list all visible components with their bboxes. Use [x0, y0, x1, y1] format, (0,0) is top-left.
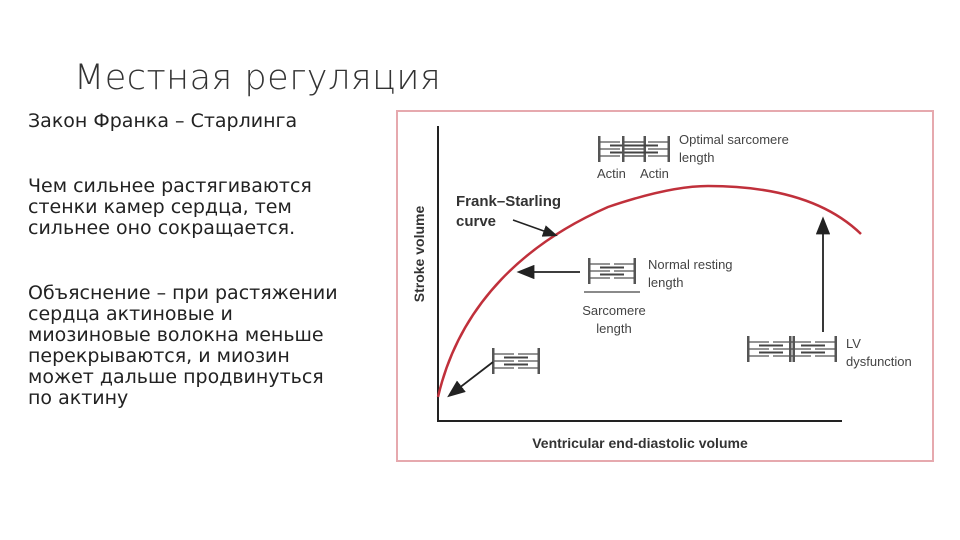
normal-label-line2: length	[648, 275, 683, 290]
actin-label-right: Actin	[640, 166, 669, 181]
lv-label-line2: dysfunction	[846, 354, 912, 369]
law-subtitle: Закон Франка – Старлинга	[28, 111, 388, 132]
sarcomere-label-line2: length	[596, 321, 631, 336]
actin-label-left: Actin	[597, 166, 626, 181]
frank-starling-figure: Stroke volume Ventricular end-diastolic …	[396, 110, 934, 462]
optimal-label-line1: Optimal sarcomere	[679, 132, 789, 147]
slide-title: Местная регуляция	[74, 58, 441, 98]
curve-label-pointer	[513, 220, 555, 235]
paragraph-stretch: Чем сильнее растягиваются стенки камер с…	[28, 176, 388, 239]
frank-starling-curve	[438, 186, 861, 397]
sarcomere-normal	[588, 258, 636, 284]
sarcomere-optimal	[598, 136, 670, 162]
sarcomere-short	[492, 348, 540, 374]
optimal-label-line2: length	[679, 150, 714, 165]
sarcomere-lv-dysfunction	[747, 336, 837, 362]
curve-label-line1: Frank–Starling	[456, 193, 561, 210]
curve-label-line2: curve	[456, 213, 496, 230]
x-axis-label: Ventricular end-diastolic volume	[532, 435, 748, 451]
normal-label-line1: Normal resting	[648, 257, 733, 272]
frank-starling-diagram: Stroke volume Ventricular end-diastolic …	[398, 112, 932, 460]
sarcomere-label-line1: Sarcomere	[582, 303, 646, 318]
lv-label-line1: LV	[846, 336, 861, 351]
arrow-short-to-origin	[450, 362, 493, 395]
y-axis-label: Stroke volume	[411, 206, 427, 303]
paragraph-explanation: Объяснение – при растяжении сердца актин…	[28, 283, 388, 409]
